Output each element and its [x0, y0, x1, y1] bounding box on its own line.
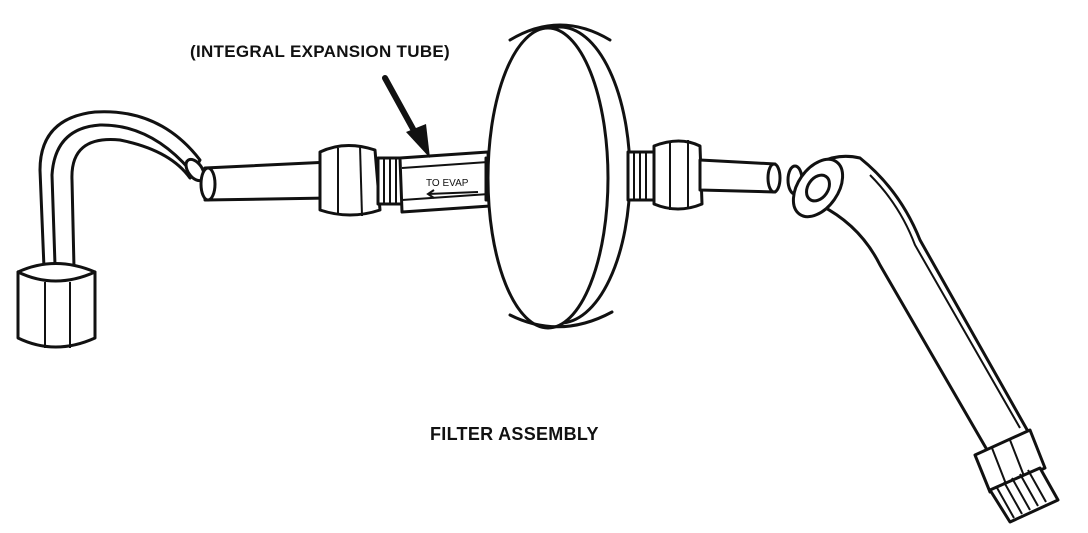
figure-caption: FILTER ASSEMBLY — [430, 424, 599, 444]
left-flare-nut — [16, 262, 97, 349]
right-hex-nut — [626, 139, 704, 211]
left-inlet-tube — [38, 110, 206, 270]
left-straight-tube — [199, 160, 332, 202]
to-evap-marking: TO EVAP — [426, 178, 469, 189]
flow-arrow-icon — [427, 191, 479, 195]
right-outlet-threads — [988, 466, 1060, 524]
callout-label: (INTEGRAL EXPANSION TUBE) — [190, 42, 450, 61]
filter-drum — [486, 23, 632, 330]
left-hex-nut — [318, 144, 382, 217]
right-outlet-nut — [973, 428, 1047, 494]
flow-arrowhead-icon — [426, 189, 435, 199]
right-straight-tube — [698, 158, 782, 194]
right-outlet-tube — [786, 154, 1032, 457]
callout-arrow — [382, 75, 430, 158]
